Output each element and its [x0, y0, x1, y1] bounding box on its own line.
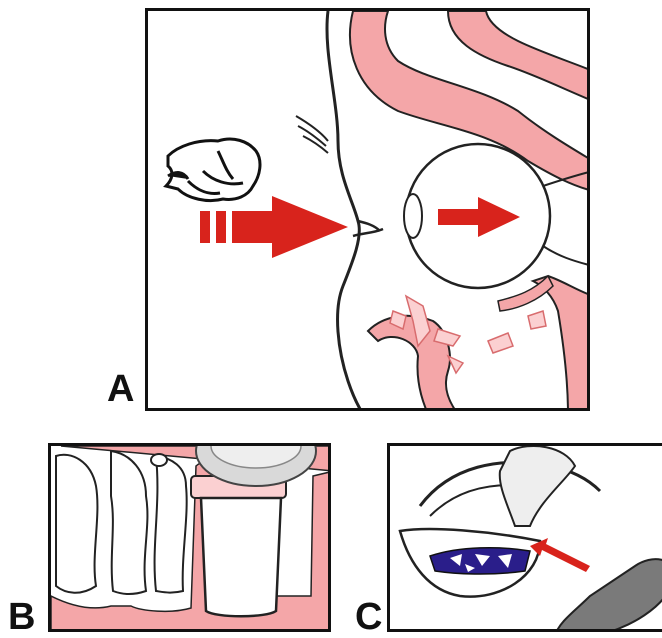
instrument-icon	[555, 559, 662, 632]
impact-arrow-icon	[200, 196, 348, 258]
retractor-icon	[500, 446, 575, 526]
eyelashes	[296, 116, 328, 153]
sinus-cell-right	[155, 456, 187, 593]
panel-c-illustration	[390, 446, 662, 632]
panel-a-illustration	[148, 11, 590, 411]
sinus-cell-left	[56, 455, 97, 593]
panel-a-blowout-mechanism	[145, 8, 590, 411]
insertion-arrow-icon	[530, 538, 590, 572]
sinus-cell-middle	[111, 451, 147, 594]
fist-icon	[166, 139, 260, 200]
panel-a-label: A	[107, 370, 134, 408]
nerve-canal	[151, 454, 167, 466]
panel-b-illustration	[51, 446, 331, 632]
cornea	[404, 194, 422, 238]
implant-body	[201, 498, 281, 616]
panel-b-label: B	[8, 598, 35, 636]
panel-c-label: C	[355, 598, 382, 636]
orbital-floor-bone	[368, 316, 458, 411]
frontal-sinus-bone	[448, 11, 590, 101]
panel-b-implant-view	[48, 443, 331, 632]
panel-c-surgical-approach	[387, 443, 662, 632]
